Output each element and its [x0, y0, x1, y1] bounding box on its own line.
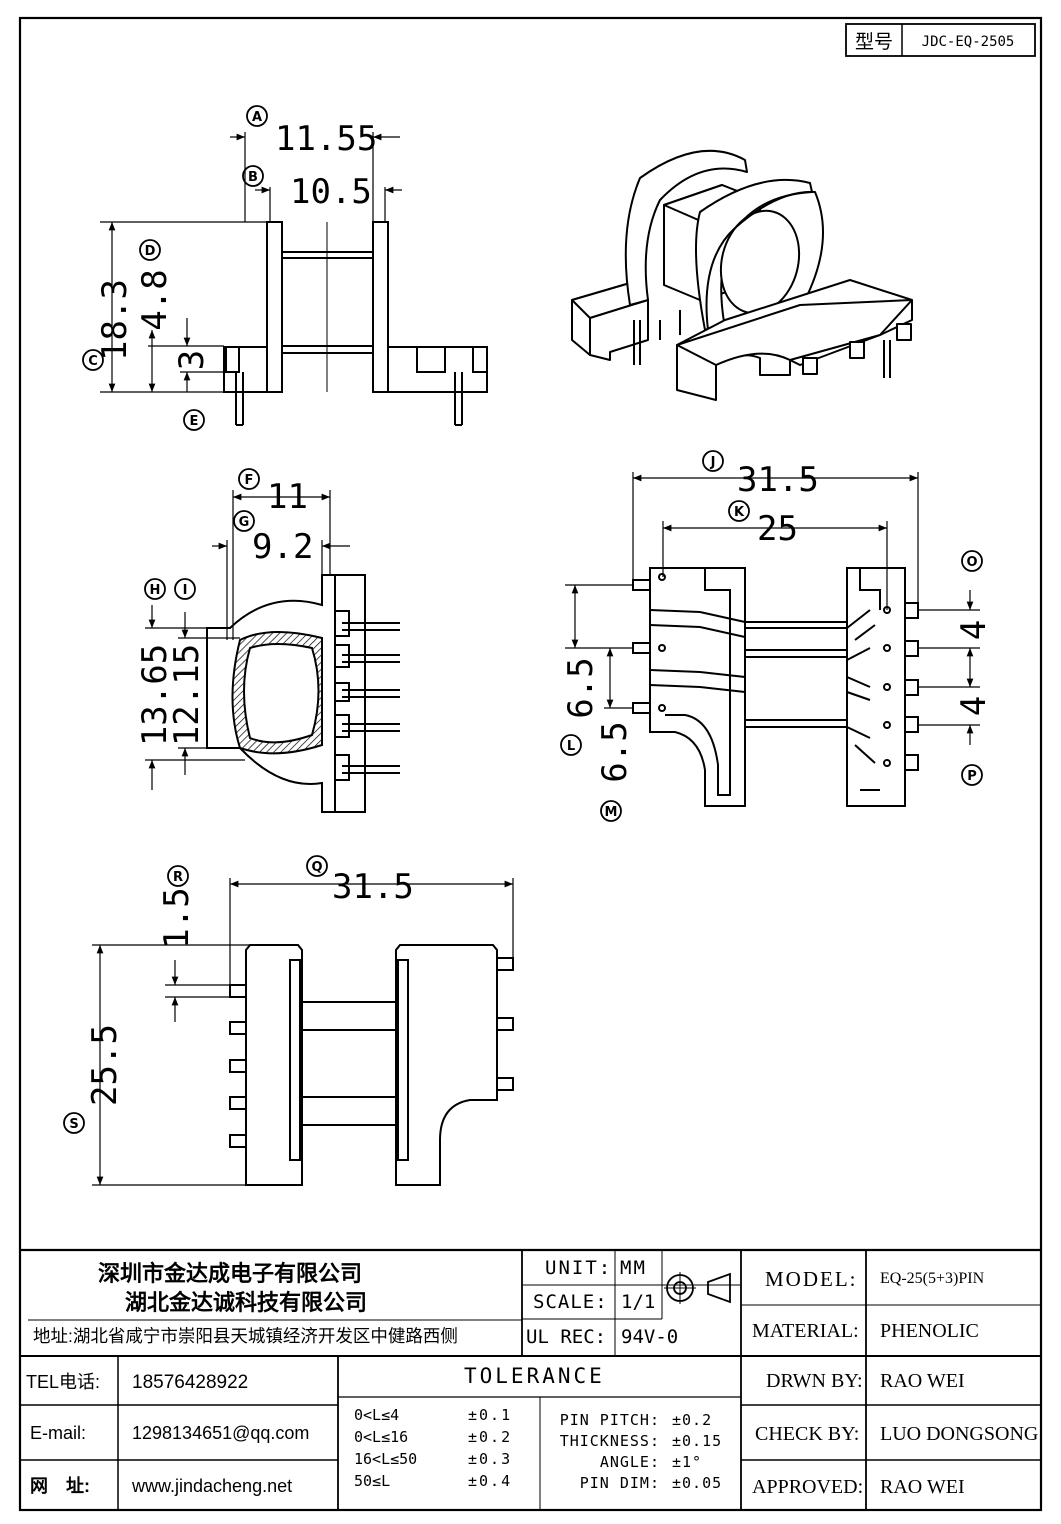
front-view	[223, 221, 488, 426]
dim-e: 3	[172, 350, 212, 370]
tolerance-value: ±0.3	[468, 1450, 513, 1468]
unit-value: MM	[620, 1257, 647, 1279]
front-view-dimensions	[100, 132, 402, 393]
marker-l: L	[567, 739, 575, 754]
pin-tolerance-value: ±0.15	[672, 1432, 723, 1450]
tolerance-range: 0<L≤16	[354, 1428, 409, 1446]
pin-tolerance-label: PIN DIM:	[579, 1474, 660, 1492]
dim-m: 6.5	[595, 721, 635, 782]
scale-value: 1/1	[621, 1291, 656, 1313]
pin-tolerance-value: ±0.2	[672, 1411, 713, 1429]
marker-g: G	[239, 515, 250, 530]
check-label: CHECK BY:	[755, 1423, 860, 1445]
dim-o: 4	[954, 620, 994, 640]
marker-f: F	[245, 473, 254, 488]
marker-h: H	[150, 583, 161, 598]
dim-q: 31.5	[332, 867, 414, 907]
dim-c: 18.3	[95, 279, 135, 361]
marker-e: E	[190, 414, 199, 429]
tel-label: TEL电话:	[26, 1372, 101, 1392]
dim-g: 9.2	[252, 527, 313, 567]
dim-f: 11	[267, 477, 308, 517]
dimension-labels: 11.55 10.5 18.3 4.8 3 11 9.2 13.65 12.15…	[85, 119, 994, 1106]
drawn-value: RAO WEI	[880, 1370, 965, 1392]
marker-o: O	[966, 555, 977, 570]
marker-b: B	[248, 170, 258, 185]
pin-tolerance-value: ±1°	[672, 1453, 703, 1471]
email-value: 1298134651@qq.com	[132, 1423, 310, 1443]
ul-label: UL REC:	[526, 1326, 607, 1348]
dim-d: 4.8	[135, 269, 175, 330]
marker-c: C	[88, 354, 98, 369]
scale-label: SCALE:	[533, 1291, 608, 1313]
company-name-1: 深圳市金达成电子有限公司	[98, 1261, 363, 1286]
drawn-label: DRWN BY:	[766, 1370, 863, 1392]
model-box-value: JDC-EQ-2505	[922, 34, 1015, 50]
marker-j: J	[710, 455, 716, 470]
top-view-dimensions	[92, 878, 514, 1186]
tolerance-value: ±0.4	[468, 1472, 513, 1490]
title-block-grid	[20, 1248, 1041, 1510]
ul-value: 94V-0	[621, 1326, 679, 1348]
dim-h: 13.65	[135, 644, 175, 746]
marker-r: R	[173, 870, 183, 885]
email-label: E-mail:	[30, 1423, 87, 1443]
marker-k: K	[734, 505, 745, 520]
tolerance-title: TOLERANCE	[464, 1364, 605, 1388]
web-value: www.jindacheng.net	[132, 1476, 293, 1496]
approved-label: APPROVED:	[752, 1476, 864, 1498]
unit-label: UNIT:	[545, 1257, 613, 1279]
sheet-border	[18, 16, 1043, 1512]
projection-symbol	[664, 1272, 731, 1304]
tolerance-range: 0<L≤4	[354, 1406, 400, 1424]
company-address: 地址:湖北省咸宁市崇阳县天城镇经济开发区中健路西侧	[33, 1326, 458, 1346]
tolerance-range: 16<L≤50	[354, 1450, 418, 1468]
side-view	[206, 574, 400, 813]
top-view	[229, 944, 514, 1186]
tolerance-value: ±0.2	[468, 1428, 513, 1446]
approved-value: RAO WEI	[880, 1476, 965, 1498]
marker-letters: A B C D E F G H I J K L M O P Q R S	[69, 110, 977, 1132]
material-value: PHENOLIC	[880, 1320, 979, 1342]
marker-i: I	[183, 583, 188, 598]
company-name-2: 湖北金达诚科技有限公司	[125, 1290, 368, 1315]
marker-circles	[63, 105, 983, 1134]
dim-s: 25.5	[85, 1024, 125, 1106]
marker-q: Q	[311, 860, 322, 875]
pin-tolerance-label: ANGLE:	[599, 1453, 660, 1471]
pin-tolerance-label: PIN PITCH:	[559, 1411, 660, 1429]
bottom-view-dimensions	[565, 472, 980, 745]
tel-value: 18576428922	[132, 1372, 249, 1393]
marker-d: D	[145, 244, 156, 259]
check-value: LUO DONGSONG	[880, 1423, 1039, 1445]
dim-a: 11.55	[275, 119, 377, 159]
isometric-view	[571, 149, 913, 401]
model-label: MODEL:	[765, 1267, 858, 1291]
marker-a: A	[252, 110, 262, 125]
pin-tolerance-value: ±0.05	[672, 1474, 723, 1492]
dim-l: 6.5	[561, 657, 601, 718]
pin-tolerance-label: THICKNESS:	[559, 1432, 660, 1450]
marker-m: M	[605, 805, 618, 820]
model-value: EQ-25(5+3)PIN	[880, 1270, 985, 1287]
dim-j: 31.5	[737, 460, 819, 500]
tolerance-range: 50≤L	[354, 1472, 391, 1490]
dim-k: 25	[757, 509, 798, 549]
tolerance-value: ±0.1	[468, 1406, 513, 1424]
dim-r: 1.5	[157, 887, 197, 948]
dim-p: 4	[954, 696, 994, 716]
model-box-label: 型号	[855, 31, 893, 53]
web-label: 网 址:	[30, 1476, 90, 1496]
model-number-box: 型号 JDC-EQ-2505	[845, 23, 1036, 57]
dim-i: 12.15	[167, 644, 207, 746]
marker-p: P	[967, 769, 977, 784]
material-label: MATERIAL:	[752, 1320, 859, 1342]
dim-b: 10.5	[290, 172, 372, 212]
marker-s: S	[69, 1117, 78, 1132]
side-view-dimensions	[145, 490, 350, 790]
bottom-view	[632, 567, 919, 807]
